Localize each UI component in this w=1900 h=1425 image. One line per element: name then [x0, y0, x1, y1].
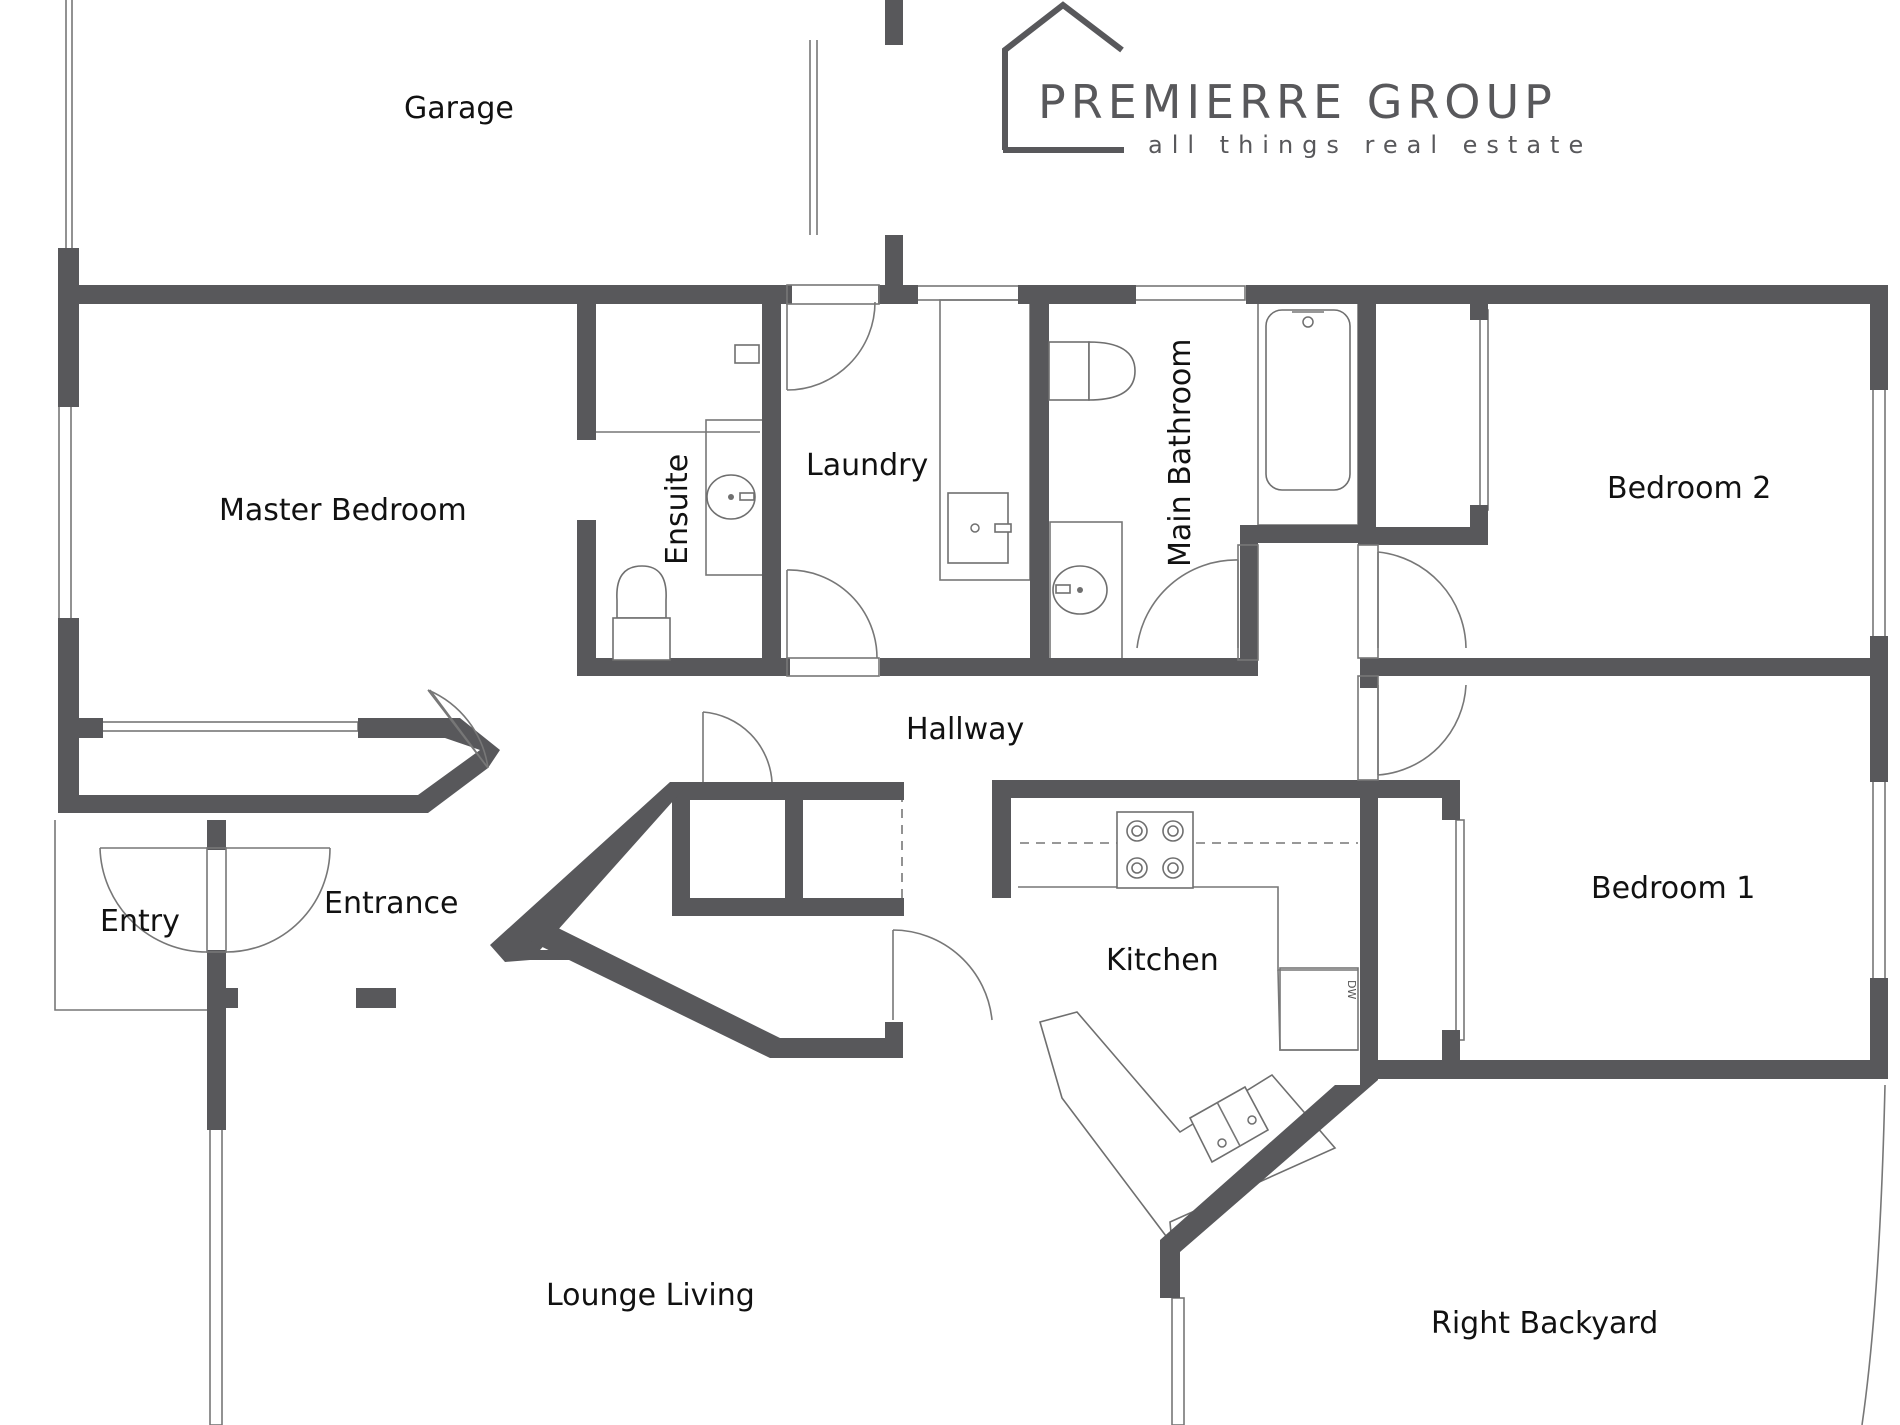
room-label-hallway: Hallway [906, 712, 1024, 747]
room-label-lounge-living: Lounge Living [546, 1278, 755, 1313]
room-label-right-backyard: Right Backyard [1431, 1306, 1658, 1341]
brand-name: PREMIERRE GROUP [1038, 75, 1557, 129]
room-label-main-bathroom: Main Bathroom [1163, 338, 1198, 567]
room-label-entry: Entry [100, 904, 180, 939]
brand-tagline: all things real estate [1148, 131, 1592, 159]
cooktop-icon [1116, 811, 1194, 889]
doors [99, 284, 1467, 1021]
room-label-bedroom-1: Bedroom 1 [1591, 871, 1755, 906]
house-roof-icon [1002, 1, 1124, 150]
room-label-garage: Garage [404, 91, 514, 126]
room-labels: Garage Master Bedroom Ensuite Laundry Ma… [100, 91, 1771, 1341]
fixtures: DW [612, 309, 1358, 1164]
ensuite-basin-icon [706, 474, 756, 520]
bathroom-basin-icon [1052, 565, 1108, 615]
laundry-tub-icon [947, 492, 1012, 564]
brand-logo: PREMIERRE GROUP all things real estate [1002, 1, 1592, 159]
room-label-ensuite: Ensuite [660, 454, 695, 565]
walls [58, 0, 1888, 1298]
room-label-kitchen: Kitchen [1106, 943, 1219, 978]
bathtub-icon [1265, 309, 1351, 491]
dishwasher-label: DW [1345, 980, 1358, 999]
bathroom-toilet-icon [1048, 341, 1136, 401]
room-label-entrance: Entrance [324, 886, 458, 921]
ensuite-toilet-icon [612, 565, 671, 661]
room-label-master-bedroom: Master Bedroom [219, 493, 467, 528]
room-label-bedroom-2: Bedroom 2 [1607, 471, 1771, 506]
room-label-laundry: Laundry [806, 448, 928, 483]
kitchen-sink-icon [1188, 1085, 1270, 1164]
